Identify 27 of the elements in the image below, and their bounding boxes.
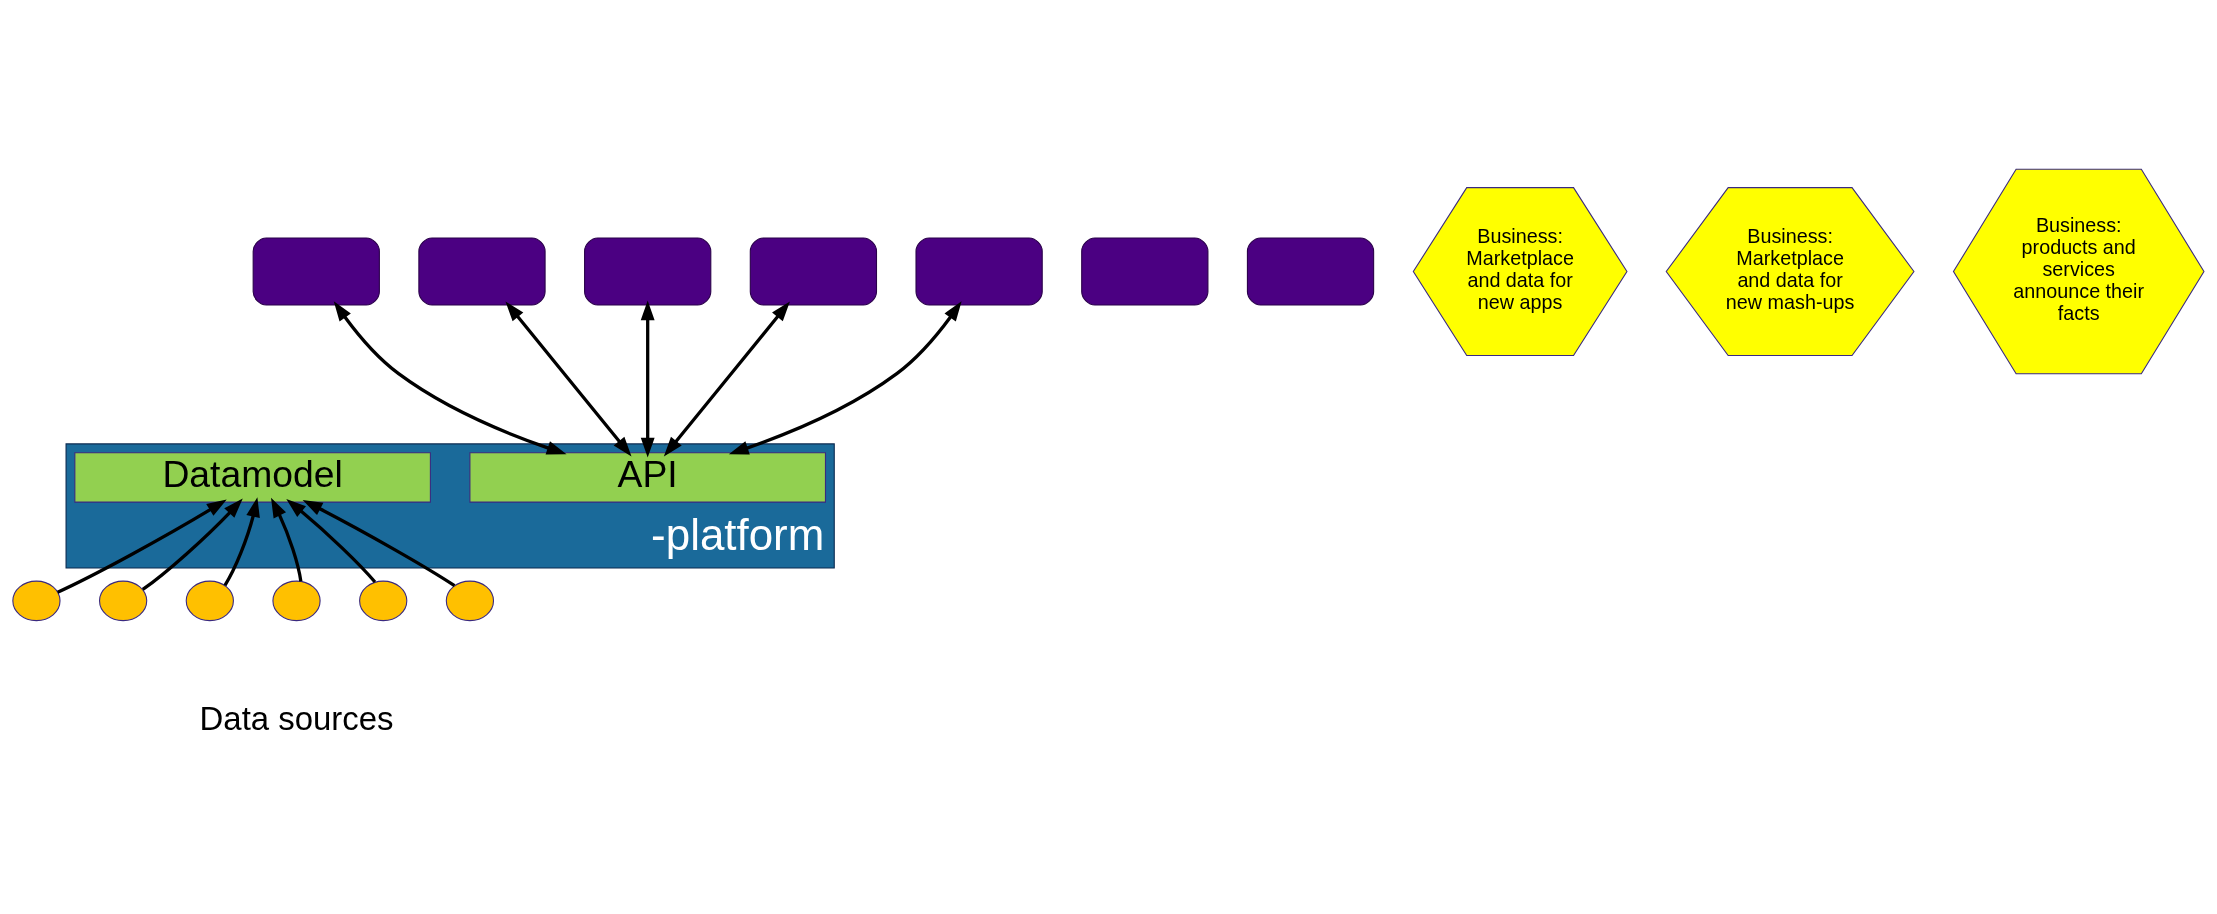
node-circle: [445, 580, 495, 622]
label: Data sources: [199, 700, 394, 738]
node-box: [418, 237, 546, 306]
arrow: [302, 499, 456, 587]
node-circle: [272, 580, 321, 622]
arrow: [223, 497, 260, 587]
node-circle: [99, 580, 148, 622]
node-box: [749, 237, 878, 306]
node-box: [252, 237, 380, 306]
node-circle: [359, 580, 408, 622]
arrow: [640, 300, 655, 458]
node-box: Datamodel: [74, 452, 431, 503]
arrow: [333, 301, 567, 455]
node-circle: [12, 580, 61, 622]
node-box: [584, 237, 712, 306]
arrow: [271, 497, 303, 582]
arrow: [663, 301, 790, 457]
arrow: [505, 301, 632, 457]
node-box: [1081, 237, 1209, 306]
arrow: [141, 498, 243, 591]
node-box: [915, 237, 1043, 306]
arrow: [728, 301, 962, 455]
node-circle: [185, 580, 234, 622]
arrow: [286, 499, 377, 584]
node-box: API: [469, 452, 826, 503]
arrow: [56, 499, 227, 594]
node-box: [1246, 237, 1375, 306]
